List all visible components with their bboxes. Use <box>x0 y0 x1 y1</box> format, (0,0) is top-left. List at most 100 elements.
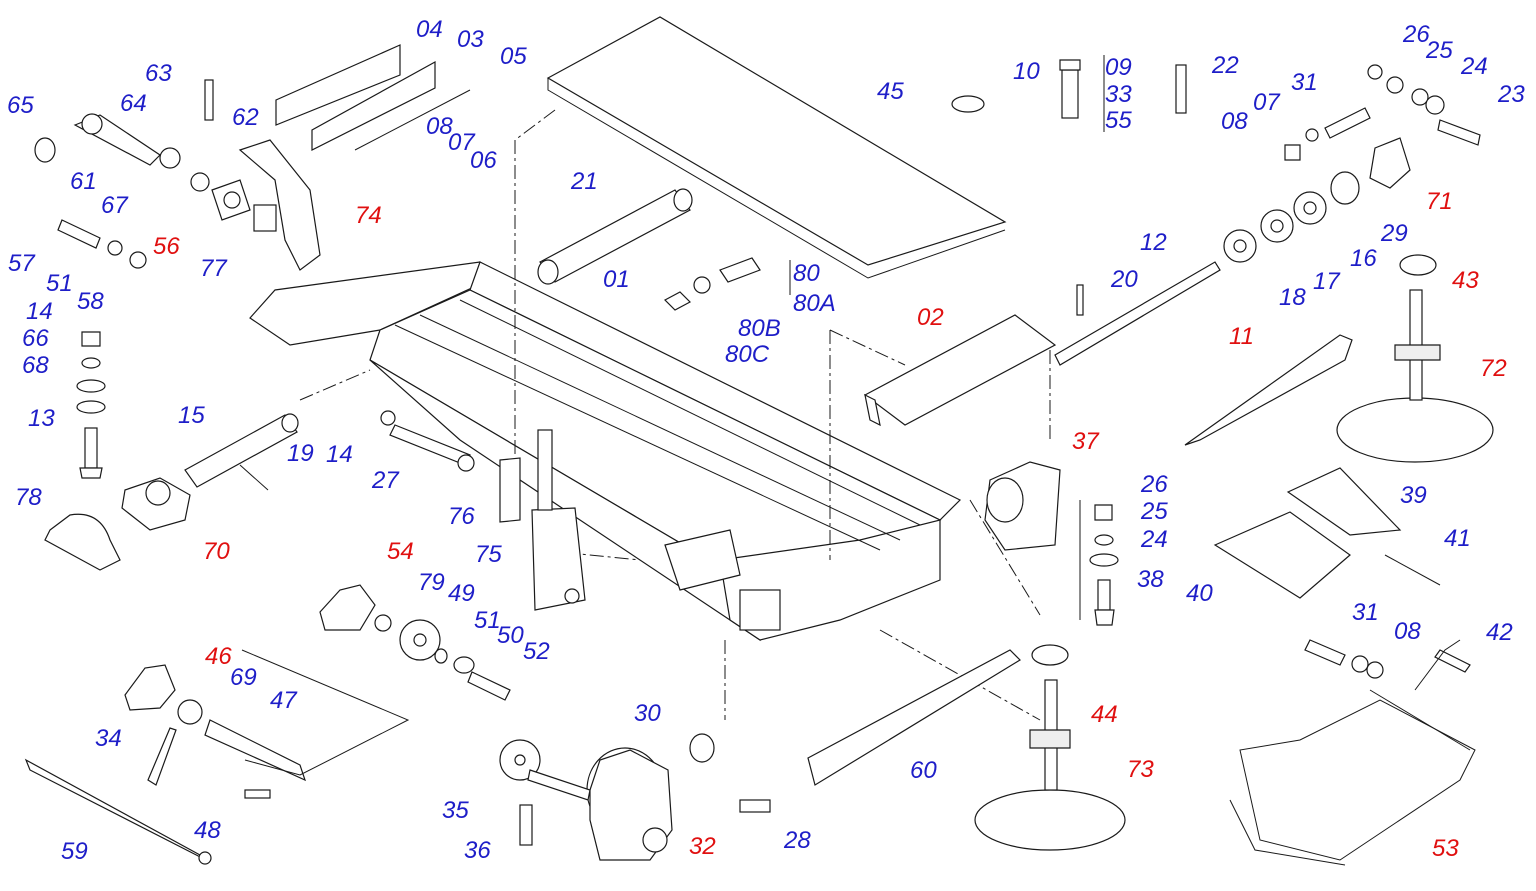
callout-54: 54 <box>387 538 414 565</box>
callout-68: 68 <box>22 352 49 379</box>
callout-41: 41 <box>1444 525 1471 552</box>
callout-45: 45 <box>877 78 904 105</box>
callout-50: 50 <box>497 622 524 649</box>
callout-12: 12 <box>1140 229 1167 256</box>
callout-64: 64 <box>120 90 147 117</box>
callout-03: 03 <box>457 26 484 53</box>
callout-71: 71 <box>1426 188 1453 215</box>
callout-02: 02 <box>917 304 944 331</box>
callout-51: 51 <box>46 270 73 297</box>
callout-53: 53 <box>1432 835 1459 862</box>
callout-79: 79 <box>418 569 445 596</box>
callout-63: 63 <box>145 60 172 87</box>
callout-26: 26 <box>1141 471 1168 498</box>
callout-29: 29 <box>1381 220 1408 247</box>
callout-19: 19 <box>287 440 314 467</box>
callout-35: 35 <box>442 797 469 824</box>
callout-25: 25 <box>1426 37 1453 64</box>
mower-disc-upper <box>1336 254 1494 463</box>
gearbox <box>586 747 673 861</box>
callout-49: 49 <box>448 580 475 607</box>
callout-24: 24 <box>1141 526 1168 553</box>
callout-70: 70 <box>203 538 230 565</box>
callout-60: 60 <box>910 757 937 784</box>
callout-52: 52 <box>523 638 550 665</box>
callout-14: 14 <box>26 298 53 325</box>
callout-24: 24 <box>1461 53 1488 80</box>
callout-18: 18 <box>1279 284 1306 311</box>
callout-05: 05 <box>500 43 527 70</box>
callout-20: 20 <box>1111 266 1138 293</box>
callout-48: 48 <box>194 817 221 844</box>
callout-22: 22 <box>1212 52 1239 79</box>
callout-80B: 80B <box>738 315 781 342</box>
callout-16: 16 <box>1350 245 1377 272</box>
callout-30: 30 <box>634 700 661 727</box>
callout-11: 11 <box>1229 323 1254 350</box>
callout-56: 56 <box>153 233 180 260</box>
callout-32: 32 <box>689 833 716 860</box>
callout-10: 10 <box>1013 58 1040 85</box>
callout-17: 17 <box>1313 268 1340 295</box>
callout-66: 66 <box>22 325 49 352</box>
callout-65: 65 <box>7 92 34 119</box>
callout-51: 51 <box>474 607 501 634</box>
callout-80: 80 <box>793 260 820 287</box>
callout-34: 34 <box>95 725 122 752</box>
callout-08: 08 <box>1221 108 1248 135</box>
callout-43: 43 <box>1452 267 1479 294</box>
callout-80A: 80A <box>793 290 836 317</box>
callout-36: 36 <box>464 837 491 864</box>
callout-08: 08 <box>1394 618 1421 645</box>
callout-73: 73 <box>1127 756 1154 783</box>
callout-46: 46 <box>205 643 232 670</box>
callout-09: 09 <box>1105 54 1132 81</box>
callout-27: 27 <box>372 467 399 494</box>
callout-28: 28 <box>784 827 811 854</box>
callout-14: 14 <box>326 441 353 468</box>
callout-72: 72 <box>1480 355 1507 382</box>
callout-07: 07 <box>448 129 475 156</box>
callout-69: 69 <box>230 664 257 691</box>
main-frame <box>249 261 962 642</box>
callout-07: 07 <box>1253 89 1280 116</box>
callout-25: 25 <box>1141 498 1168 525</box>
callout-04: 04 <box>416 16 443 43</box>
callout-58: 58 <box>77 288 104 315</box>
callout-47: 47 <box>270 687 297 714</box>
callout-40: 40 <box>1186 580 1213 607</box>
callout-08: 08 <box>426 113 453 140</box>
callout-80C: 80C <box>725 341 770 368</box>
callout-59: 59 <box>61 838 88 865</box>
callout-33: 33 <box>1105 81 1132 108</box>
callout-42: 42 <box>1486 619 1513 646</box>
callout-44: 44 <box>1091 701 1118 728</box>
callout-01: 01 <box>603 266 630 293</box>
callout-75: 75 <box>475 541 502 568</box>
callout-76: 76 <box>448 503 475 530</box>
top-cover <box>546 16 1007 266</box>
callout-55: 55 <box>1105 107 1132 134</box>
callout-21: 21 <box>571 168 598 195</box>
callout-26: 26 <box>1403 21 1430 48</box>
callout-61: 61 <box>70 168 97 195</box>
callout-77: 77 <box>200 255 227 282</box>
callout-31: 31 <box>1291 69 1318 96</box>
callout-31: 31 <box>1352 599 1379 626</box>
callout-39: 39 <box>1400 482 1427 509</box>
callout-15: 15 <box>178 402 205 429</box>
callout-78: 78 <box>15 484 42 511</box>
callout-06: 06 <box>470 147 497 174</box>
roller <box>537 188 693 285</box>
callout-38: 38 <box>1137 566 1164 593</box>
callout-62: 62 <box>232 104 259 131</box>
callout-37: 37 <box>1072 428 1099 455</box>
mower-disc-lower <box>974 644 1126 851</box>
callout-13: 13 <box>28 405 55 432</box>
callout-57: 57 <box>8 250 35 277</box>
callout-74: 74 <box>355 202 382 229</box>
callout-67: 67 <box>101 192 128 219</box>
callout-23: 23 <box>1498 81 1525 108</box>
